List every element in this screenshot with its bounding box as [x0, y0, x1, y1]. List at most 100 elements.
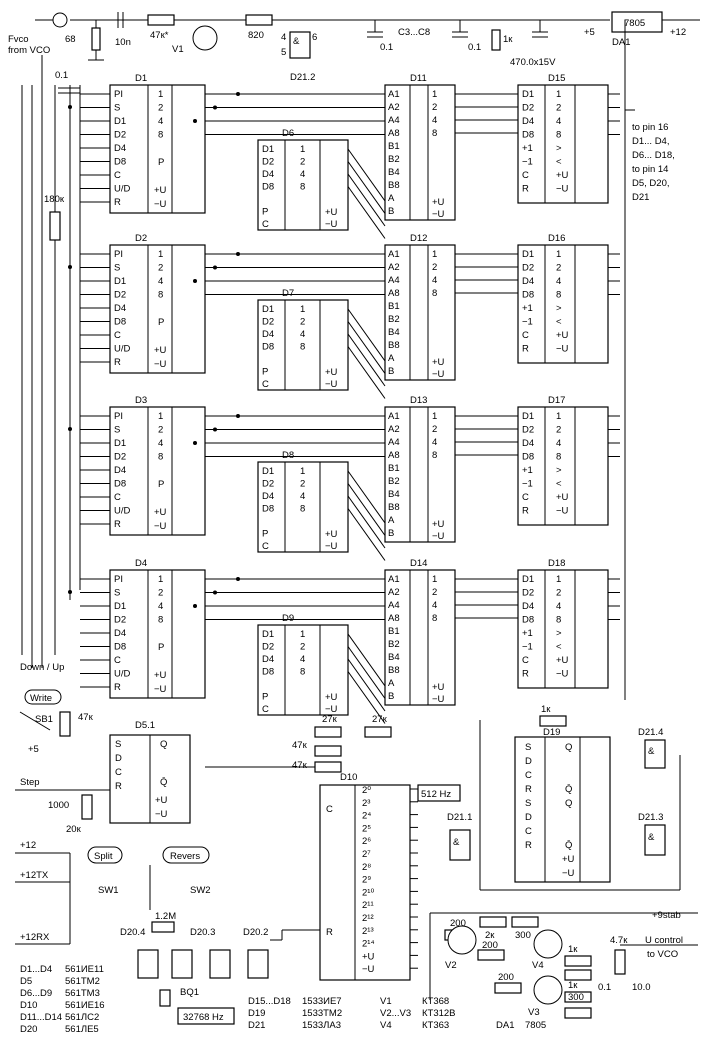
register-pin: D8 [262, 182, 274, 193]
comparator-vplus: +U [432, 519, 445, 530]
counter-pin-right: 2 [158, 425, 163, 436]
register-pin: D1 [262, 629, 274, 640]
part-type: КТ312В [422, 1008, 456, 1019]
part-ref: D11...D14 [20, 1012, 62, 1023]
r47k-c-label: 47к [292, 740, 308, 751]
outcounter-name: D16 [548, 233, 565, 244]
outcounter-chip [517, 406, 609, 526]
comparator-out: 1 [432, 411, 437, 422]
gate-d21-2 [289, 31, 311, 59]
d10-output-label: 2⁷ [362, 849, 371, 860]
d10-output-label: 2¹⁰ [362, 887, 374, 898]
counter-pin-right: 8 [158, 290, 163, 301]
comparator-vminus: −U [432, 694, 445, 705]
ucontrol-label: U control [645, 935, 683, 946]
resistor-27k-a [314, 726, 342, 738]
gate-d21-2-and: & [293, 36, 300, 47]
c01b-label: 0.1 [468, 42, 481, 53]
d19-pin-r1: R [525, 784, 532, 795]
r820-label: 820 [248, 30, 264, 41]
gate-d21-1-and: & [453, 837, 460, 848]
outcounter-out: −U [556, 184, 569, 195]
register-vminus: −U [325, 541, 338, 552]
register-out: 1 [300, 466, 305, 477]
register-out: 8 [300, 342, 305, 353]
counter-pin-left: U/D [114, 669, 131, 680]
outcounter-pin: +1 [522, 628, 533, 639]
outcounter-pin: −1 [522, 642, 533, 653]
d19-pin-qbar1: Q̄ [565, 784, 572, 795]
comparator-vminus: −U [432, 209, 445, 220]
revers-label-box [162, 846, 210, 864]
counter-chip [109, 244, 206, 374]
fvco-source-symbol [52, 12, 68, 28]
register-pin: D4 [262, 329, 274, 340]
outcounter-chip [517, 569, 609, 689]
register-name: D9 [282, 613, 294, 624]
d19-pin-r2: R [525, 840, 532, 851]
counter-pin-right: 4 [158, 116, 163, 127]
counter-pin-right: 1 [158, 89, 163, 100]
bq1-label: BQ1 [180, 987, 199, 998]
part-type: 1533ЛА3 [302, 1020, 341, 1031]
to-vco-label: to VCO [647, 949, 678, 960]
c470-label: 470.0x15V [510, 57, 556, 68]
register-pin: C [262, 379, 269, 390]
counter-pin-right: 4 [158, 601, 163, 612]
counter-pin-left: R [114, 682, 121, 693]
resistor-68 [91, 27, 101, 51]
revers-label: Revers [170, 851, 200, 862]
r300b-label: 300 [568, 992, 584, 1003]
c01-left-label: 0.1 [55, 70, 68, 81]
counter-pin-right: 4 [158, 276, 163, 287]
counter-pin-left: PI [114, 574, 123, 585]
part-ref: D6...D9 [20, 988, 52, 999]
register-name: D7 [282, 288, 294, 299]
comparator-pin: A1 [388, 411, 400, 422]
outcounter-pin: D2 [522, 103, 534, 114]
junction-dot [193, 604, 197, 608]
junction-dot [213, 427, 217, 432]
comparator-out: 8 [432, 450, 437, 461]
counter-chip [109, 84, 206, 214]
junction-dot [213, 105, 217, 110]
comparator-pin: B1 [388, 626, 400, 637]
register-pin: D8 [262, 342, 274, 353]
comparator-pin: A1 [388, 249, 400, 260]
outcounter-out: 4 [556, 116, 561, 127]
register-vplus: +U [325, 529, 338, 540]
comparator-vplus: +U [432, 682, 445, 693]
part-ref: D15...D18 [248, 996, 291, 1007]
junction-dot [68, 105, 72, 109]
counter-pin-left: R [114, 197, 121, 208]
comparator-pin: A4 [388, 437, 400, 448]
note-line-4: to pin 14 [632, 164, 668, 175]
junction-dot [68, 590, 72, 594]
comparator-pin: A4 [388, 600, 400, 611]
c10-label: 10.0 [632, 982, 651, 993]
r1-2m-label: 1.2M [155, 911, 176, 922]
gate-d21-2-pin5: 5 [281, 47, 286, 58]
comparator-out: 8 [432, 613, 437, 624]
counter-pin-left: D4 [114, 143, 126, 154]
outcounter-pin: D4 [522, 116, 534, 127]
part-type: 561ТМ2 [65, 976, 100, 987]
outcounter-out: +U [556, 655, 569, 666]
register-pin: P [262, 529, 268, 540]
d20-3-label: D20.3 [190, 927, 215, 938]
outcounter-out: > [556, 303, 562, 314]
register-pin: C [262, 219, 269, 230]
d10-pin-c: C [326, 804, 333, 815]
register-out: 1 [300, 304, 305, 315]
outcounter-pin: D1 [522, 249, 534, 260]
transistor-v4 [533, 929, 563, 959]
d19-pin-c1: C [525, 770, 532, 781]
counter-pin-left: U/D [114, 184, 131, 195]
comparator-out: 8 [432, 288, 437, 299]
resistor-300-a [511, 916, 539, 928]
counter-chip [109, 406, 206, 536]
counter-pin-right: 2 [158, 588, 163, 599]
resistor-47k-d [314, 761, 342, 773]
d19-pin-d2: D [525, 812, 532, 823]
register-pin: D1 [262, 144, 274, 155]
